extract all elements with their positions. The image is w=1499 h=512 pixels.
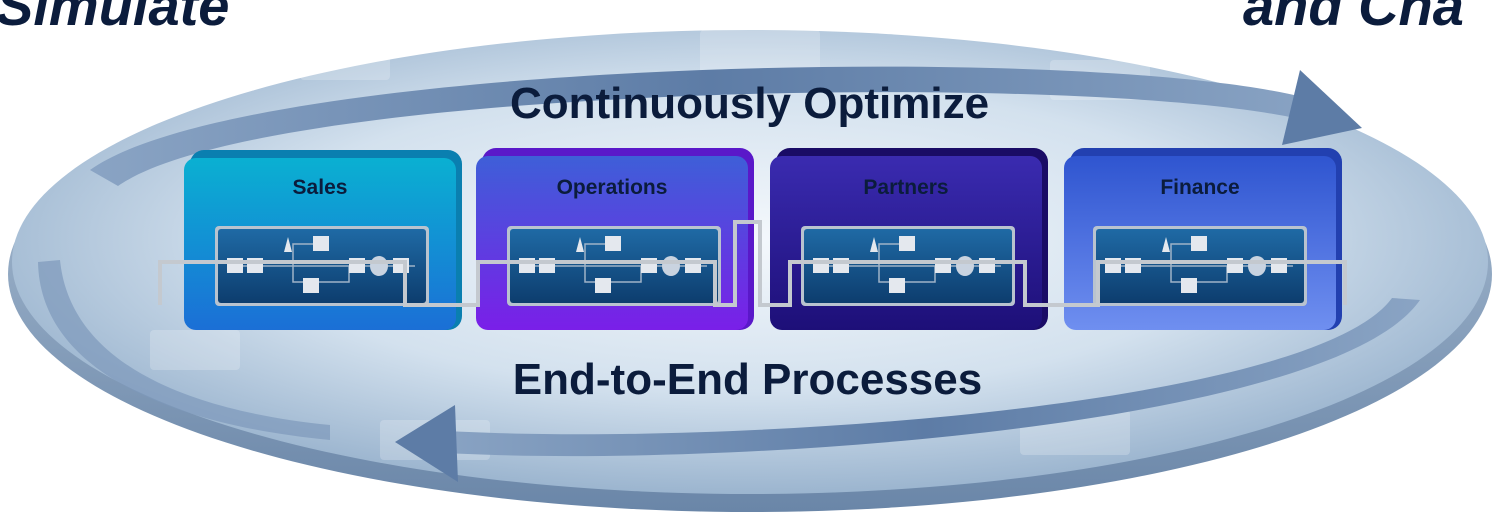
connector-line [158,220,1347,307]
domain-label-finance: Finance [1160,176,1240,199]
title-continuously-optimize: Continuously Optimize [509,79,990,128]
curved-arrow-left-icon [395,298,1420,482]
flow-step-square [313,236,329,251]
flow-step-triangle [870,237,878,252]
process-panel-partners [801,226,1015,306]
flow-step-square [303,278,319,293]
title-end-to-end-processes: End-to-End Processes [512,355,983,404]
flow-step-square [899,236,915,251]
domain-label-sales: Sales [292,176,348,199]
flow-step-circle [662,256,680,276]
left-arc [38,260,330,440]
curved-arrow-right-icon [90,66,1362,186]
process-panel-operations [507,226,721,306]
flow-step-triangle [1162,237,1170,252]
flow-step-square [1191,236,1207,251]
flow-step-square [595,278,611,293]
process-panel-finance [1093,226,1307,306]
process-flow-icon [215,226,1307,306]
process-panel-sales [215,226,429,306]
flow-step-circle [956,256,974,276]
domain-label-operations: Operations [556,176,668,199]
corner-text-right: and Cha [1243,0,1464,37]
flow-step-square [1181,278,1197,293]
flow-step-circle [370,256,388,276]
domain-label-partners: Partners [863,176,949,199]
flow-step-circle [1248,256,1266,276]
flow-step-triangle [576,237,584,252]
corner-text-left: Simulate [0,0,230,37]
flow-step-triangle [284,237,292,252]
flow-step-square [889,278,905,293]
flow-step-square [605,236,621,251]
